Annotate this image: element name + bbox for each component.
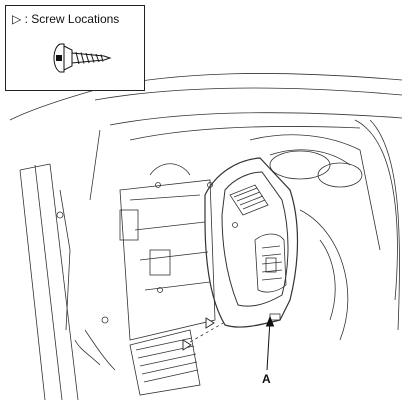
screw-legend-box: ▷ : Screw Locations (5, 5, 145, 91)
screw-marker (205, 317, 215, 329)
callout-leader-line (266, 319, 271, 371)
callout-arrowhead (265, 315, 275, 327)
callout-label-a: A (262, 372, 271, 386)
screw-location-symbol: ▷ (12, 12, 22, 26)
legend-caption: ▷ : Screw Locations (12, 12, 119, 26)
screw-marker (182, 339, 192, 351)
legend-label: : Screw Locations (24, 12, 120, 26)
screw-icon (53, 43, 112, 73)
